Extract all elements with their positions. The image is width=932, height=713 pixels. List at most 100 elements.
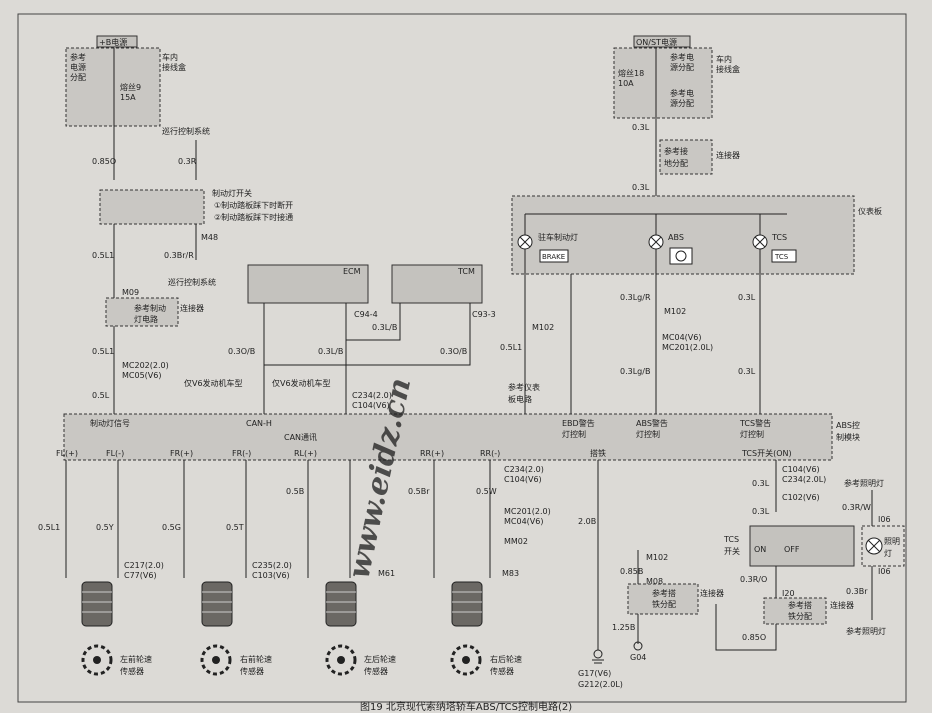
wire-0-5l1-c: 0.5L1 <box>500 343 522 352</box>
fuse-right-value: 10A <box>618 79 634 88</box>
sensor-rr-icon <box>450 581 483 676</box>
fuse-left-ref3: 分配 <box>70 73 86 82</box>
wire-0-3brr: 0.3Br/R <box>164 251 194 260</box>
lighting-box <box>861 525 905 567</box>
wire-right-0-3l: 0.3L <box>632 123 650 132</box>
v6-engine-b: 仅V6发动机车型 <box>272 378 331 388</box>
conn-c93: C93-3 <box>472 310 496 319</box>
ground-g04-icon <box>633 641 643 651</box>
tcs-switch-on: ON <box>754 545 766 554</box>
conn-mm02: MM02 <box>504 537 528 546</box>
wire-0-5l: 0.5L <box>92 391 110 400</box>
connector-right-ref2: 地分配 <box>664 158 688 168</box>
fuse-right-box2: 接线盒 <box>716 64 740 74</box>
conn-g212: G212(2.0L) <box>578 680 623 689</box>
wire-right-0-3l-b: 0.3L <box>632 183 650 192</box>
fuse-left-value: 15A <box>120 93 136 102</box>
wire-0-3l-c: 0.3L <box>738 293 756 302</box>
instrument-title: 仪表板 <box>858 206 882 216</box>
conn-m83: M83 <box>502 569 519 578</box>
fuse-left-box: 车内 <box>162 52 178 62</box>
wire-0-85b: 0.85B <box>620 567 643 576</box>
wire-0-3ro: 0.3R/O <box>740 575 767 584</box>
conn-c235: C235(2.0) <box>252 561 292 570</box>
wire-rl-0-5b: 0.5B <box>286 487 304 496</box>
sensor-fl-label: 左前轮速 <box>120 654 152 664</box>
brake-switch-title: 制动灯开关 <box>212 188 252 198</box>
gnd-dist-ref: 参考搭 <box>652 588 676 598</box>
conn-m08: M08 <box>646 577 663 586</box>
wire-0-3l-d: 0.3L <box>738 367 756 376</box>
gnd-dist-label2: 连接器 <box>830 600 854 610</box>
conn-c102: C102(V6) <box>782 493 820 502</box>
b-power-label: +B电源 <box>99 37 127 47</box>
conn-mc201: MC201(2.0) <box>504 507 551 516</box>
brake-note1: ①制动踏板踩下时断开 <box>214 200 293 210</box>
fuse-right-name: 熔丝18 <box>618 68 644 78</box>
fuse-left-ref1: 参考 <box>70 52 86 62</box>
on-st-power-box <box>633 35 691 48</box>
abs-can-comm: CAN通讯 <box>284 432 317 442</box>
conn-mc04v6: MC04(V6) <box>662 333 701 342</box>
conn-m102-a: M102 <box>532 323 554 332</box>
connector-right-ref: 参考接 <box>664 146 688 156</box>
brake-switch-box <box>99 189 205 225</box>
fuse-right-ref1: 参考电 <box>670 52 694 62</box>
b-power-label-box <box>96 35 138 48</box>
wire-tcm-link1 <box>346 303 401 341</box>
m09-ref2: 灯电路 <box>134 314 158 324</box>
wire-0-3lb-a: 0.3L/B <box>372 323 397 332</box>
wire-fl-0-5y: 0.5Y <box>96 523 114 532</box>
cruise-label: 巡行控制系统 <box>162 126 210 136</box>
tcs-switch-box <box>749 525 855 567</box>
conn-c234: C234(2.0) <box>504 465 544 474</box>
conn-m09: M09 <box>122 288 139 297</box>
sensor-rl-suffix: 传感器 <box>364 666 388 676</box>
sensor-rl-icon <box>325 581 357 676</box>
conn-c104: C104(V6) <box>504 475 542 484</box>
wire-0-3ob-b: 0.3O/B <box>440 347 467 356</box>
wire-0-5l1-b: 0.5L1 <box>92 347 114 356</box>
wire-0-3ob-a: 0.3O/B <box>228 347 255 356</box>
conn-c103: C103(V6) <box>252 571 290 580</box>
conn-mc201l: MC201(2.0L) <box>662 343 713 352</box>
lighting-ref-bottom: 参考照明灯 <box>846 626 886 636</box>
fuse-right-ref3: 参考电 <box>670 88 694 98</box>
conn-c104v: C104(V6) <box>352 401 390 410</box>
brake-cruise-system: 巡行控制系统 <box>168 277 216 287</box>
connector-right-label: 连接器 <box>716 150 740 160</box>
fuse-left-name: 熔丝9 <box>120 82 141 92</box>
lighting-lamp-icon <box>865 537 883 555</box>
wire-2-0b: 2.0B <box>578 517 596 526</box>
sensor-fl-icon <box>81 581 113 676</box>
park-lamp-label: 驻车制动灯 <box>538 232 578 242</box>
abs-module-box <box>63 413 833 461</box>
ground-dist-box-b <box>763 597 827 625</box>
wire-fr-0-5t: 0.5T <box>226 523 244 532</box>
tcs-lamp-icon <box>752 234 768 250</box>
tcs-switch-label: TCS <box>723 535 739 544</box>
abs-rr-plus: RR(+) <box>420 449 444 458</box>
brake-note2: ②制动踏板踩下时接通 <box>214 212 293 222</box>
sensor-fr-icon <box>200 581 233 676</box>
ground-g17-icon <box>592 649 604 664</box>
conn-mc05: MC05(V6) <box>122 371 161 380</box>
abs-tcs-switch: TCS开关(ON) <box>741 448 792 458</box>
wire-0-3l-e: 0.3L <box>752 479 770 488</box>
wire-0-85o-b: 0.85O <box>742 633 766 642</box>
conn-c77: C77(V6) <box>124 571 157 580</box>
wire-rr-0-5br: 0.5Br <box>408 487 430 496</box>
fuse-right-box: 车内 <box>716 54 732 64</box>
abs-warn2: 灯控制 <box>636 429 660 439</box>
abs-lamp-icon <box>648 234 664 250</box>
abs-can-h: CAN-H <box>246 419 272 428</box>
conn-i06: I06 <box>878 515 891 524</box>
wire-fr-0-5g: 0.5G <box>162 523 181 532</box>
diagram-frame <box>17 13 907 703</box>
tcm-label: TCM <box>457 267 475 276</box>
sensor-rl-label: 左后轮速 <box>364 654 396 664</box>
fuse-box-left <box>65 47 161 127</box>
sensor-fr-label: 右前轮速 <box>240 654 272 664</box>
abs-brake-signal: 制动灯信号 <box>90 418 130 428</box>
lighting-ref-top: 参考照明灯 <box>844 478 884 488</box>
